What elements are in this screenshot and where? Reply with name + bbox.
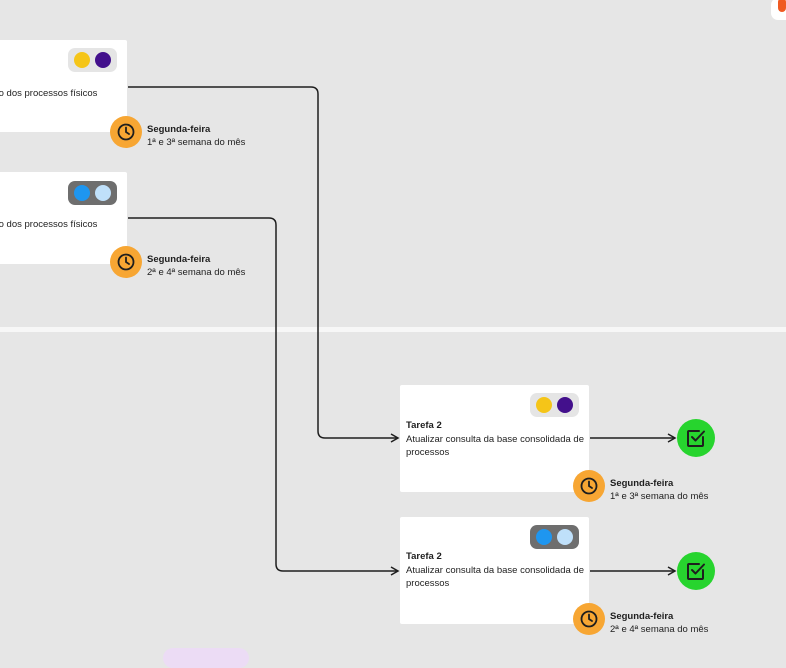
lane-divider — [0, 327, 786, 332]
schedule-day: Segunda-feira — [147, 124, 211, 135]
checkbox-check-icon[interactable] — [677, 552, 715, 590]
toggle-dot — [557, 397, 574, 413]
clock-icon — [110, 116, 142, 148]
schedule-day: Segunda-feira — [610, 611, 674, 622]
offscreen-element — [163, 648, 249, 668]
task-description: processos — [406, 578, 450, 589]
toggle-dot — [557, 529, 574, 545]
toggle-dot — [73, 185, 90, 201]
toggle-dot — [73, 52, 90, 68]
task-card[interactable]: Tarefa 2 Atualizar consulta da base cons… — [400, 385, 589, 492]
connector-arrow — [128, 86, 400, 443]
task-text: Tarefa 2 Atualizar consulta da base cons… — [406, 419, 584, 460]
schedule-label: Segunda-feira 2ª e 4ª semana do mês — [610, 610, 708, 636]
status-toggle[interactable] — [68, 181, 117, 205]
schedule-label: Segunda-feira 1ª e 3ª semana do mês — [610, 477, 708, 503]
clock-icon — [110, 246, 142, 278]
toggle-dot — [535, 529, 552, 545]
card-description: to dos processos físicos — [0, 219, 98, 230]
status-toggle[interactable] — [530, 525, 579, 549]
status-toggle[interactable] — [68, 48, 117, 72]
offscreen-element — [771, 0, 786, 20]
schedule-weeks: 1ª e 3ª semana do mês — [610, 491, 709, 502]
schedule-day: Segunda-feira — [147, 254, 211, 265]
task-title: Tarefa 2 — [406, 420, 442, 431]
task-text: Tarefa 2 Atualizar consulta da base cons… — [406, 550, 584, 591]
clock-icon — [573, 470, 605, 502]
status-toggle[interactable] — [530, 393, 579, 417]
connector-arrow — [128, 217, 400, 576]
toggle-dot — [95, 52, 112, 68]
schedule-weeks: 2ª e 4ª semana do mês — [610, 624, 709, 635]
toggle-dot — [535, 397, 552, 413]
process-card[interactable]: to dos processos físicos — [0, 172, 127, 264]
task-description: Atualizar consulta da base consolidada d… — [406, 564, 584, 576]
card-description: to dos processos físicos — [0, 88, 98, 99]
clock-icon — [573, 603, 605, 635]
schedule-weeks: 2ª e 4ª semana do mês — [147, 267, 246, 278]
task-description: Atualizar consulta da base consolidada d… — [406, 433, 584, 445]
schedule-label: Segunda-feira 1ª e 3ª semana do mês — [147, 123, 245, 149]
schedule-weeks: 1ª e 3ª semana do mês — [147, 137, 246, 148]
task-description: processos — [406, 447, 450, 458]
checkbox-check-icon[interactable] — [677, 419, 715, 457]
schedule-day: Segunda-feira — [610, 478, 674, 489]
process-card[interactable]: to dos processos físicos — [0, 40, 127, 132]
schedule-label: Segunda-feira 2ª e 4ª semana do mês — [147, 253, 245, 279]
task-title: Tarefa 2 — [406, 551, 442, 562]
task-card[interactable]: Tarefa 2 Atualizar consulta da base cons… — [400, 517, 589, 624]
toggle-dot — [95, 185, 112, 201]
